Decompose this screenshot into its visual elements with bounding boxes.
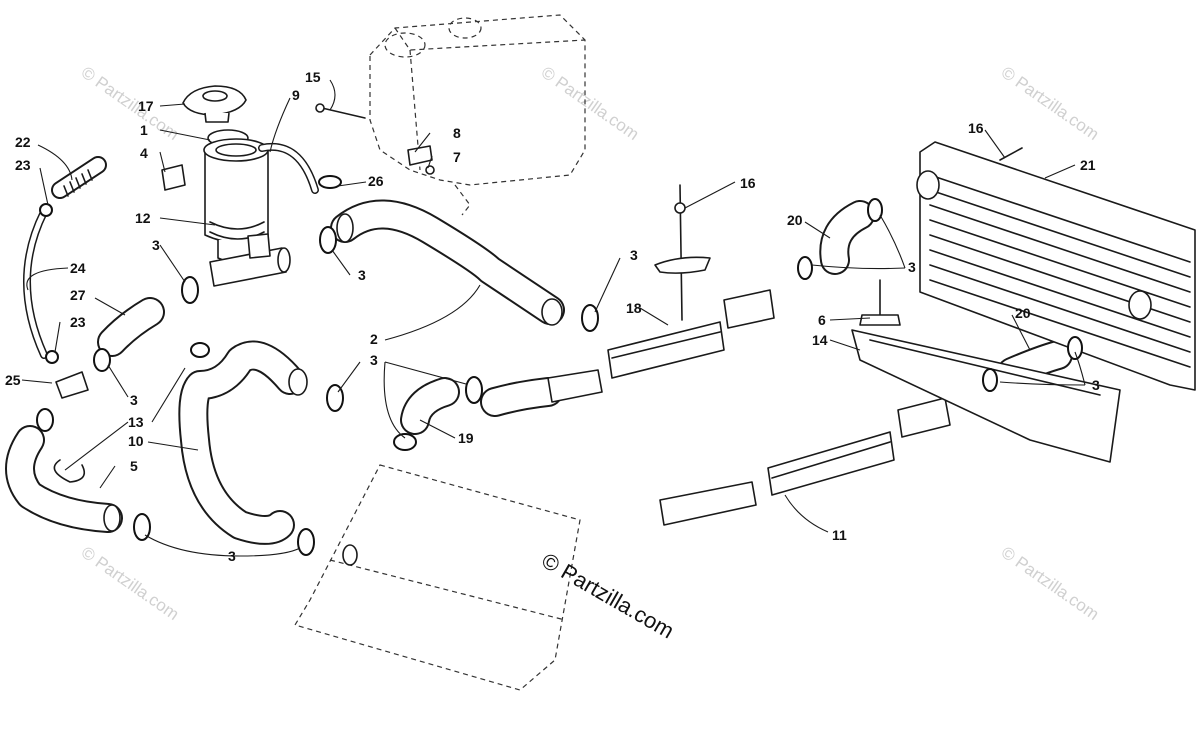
callout-20-b: 20 (1015, 305, 1031, 321)
callout-1: 1 (140, 122, 148, 138)
callout-3-e: 3 (370, 352, 378, 368)
hose-20-upper (819, 200, 875, 275)
hose-19 (400, 377, 460, 435)
callout-3-a: 3 (152, 237, 160, 253)
callout-2: 2 (370, 331, 378, 347)
small-clamps (39, 203, 59, 364)
callout-labels: 17 1 4 12 3 9 15 8 7 26 3 2 22 23 24 27 … (5, 69, 1100, 564)
middle-hose (480, 377, 563, 417)
callout-9: 9 (292, 87, 300, 103)
callout-12: 12 (135, 210, 151, 226)
hose-10 (178, 340, 308, 545)
coolant-reservoir-tank (369, 14, 586, 216)
callout-8: 8 (453, 125, 461, 141)
callout-17: 17 (138, 98, 154, 114)
fitting-25 (55, 371, 89, 399)
vent-line (23, 208, 48, 359)
decal (161, 164, 186, 191)
radiator-cap (182, 85, 247, 123)
hose-clamps (36, 175, 1083, 556)
watermark-bottom-left: © Partzilla.com (78, 543, 183, 624)
callout-3-f: 3 (630, 247, 638, 263)
callout-19: 19 (458, 430, 474, 446)
callout-4: 4 (140, 145, 148, 161)
callout-3-c: 3 (130, 392, 138, 408)
callout-16-a: 16 (740, 175, 756, 191)
watermark-bottom-right: © Partzilla.com (998, 543, 1103, 624)
callout-3-d: 3 (228, 548, 236, 564)
callout-3-b: 3 (358, 267, 366, 283)
callout-6: 6 (818, 312, 826, 328)
brand-watermark: © Partzilla.com (538, 548, 679, 644)
callout-3-g: 3 (908, 259, 916, 275)
callout-25: 25 (5, 372, 21, 388)
watermark-top-center: © Partzilla.com (538, 63, 643, 144)
heat-exchanger-channels (547, 289, 1121, 526)
callout-20-a: 20 (787, 212, 803, 228)
callout-14: 14 (812, 332, 828, 348)
heat-exchanger-core (916, 141, 1196, 391)
overflow-tube (258, 142, 319, 194)
callout-22: 22 (15, 134, 31, 150)
watermark-top-right: © Partzilla.com (998, 63, 1103, 144)
callout-24: 24 (70, 260, 86, 276)
callout-27: 27 (70, 287, 86, 303)
heat-shield (294, 464, 581, 691)
spiral-wrap (51, 156, 107, 199)
callout-18: 18 (626, 300, 642, 316)
callout-5: 5 (130, 458, 138, 474)
callout-3-h: 3 (1092, 377, 1100, 393)
callout-21: 21 (1080, 157, 1096, 173)
hose-27 (97, 297, 165, 357)
tee-fitting (209, 233, 291, 287)
upper-hose (330, 199, 565, 326)
callout-15: 15 (305, 69, 321, 85)
callout-23-b: 23 (70, 314, 86, 330)
callout-11: 11 (832, 527, 847, 543)
callout-13: 13 (128, 414, 144, 430)
callout-10: 10 (128, 433, 144, 449)
leader-lines (21, 79, 1086, 557)
callout-23-a: 23 (15, 157, 31, 173)
callout-16-b: 16 (968, 120, 984, 136)
lower-left-hose (5, 425, 123, 533)
callout-26: 26 (368, 173, 384, 189)
callout-7: 7 (453, 149, 461, 165)
